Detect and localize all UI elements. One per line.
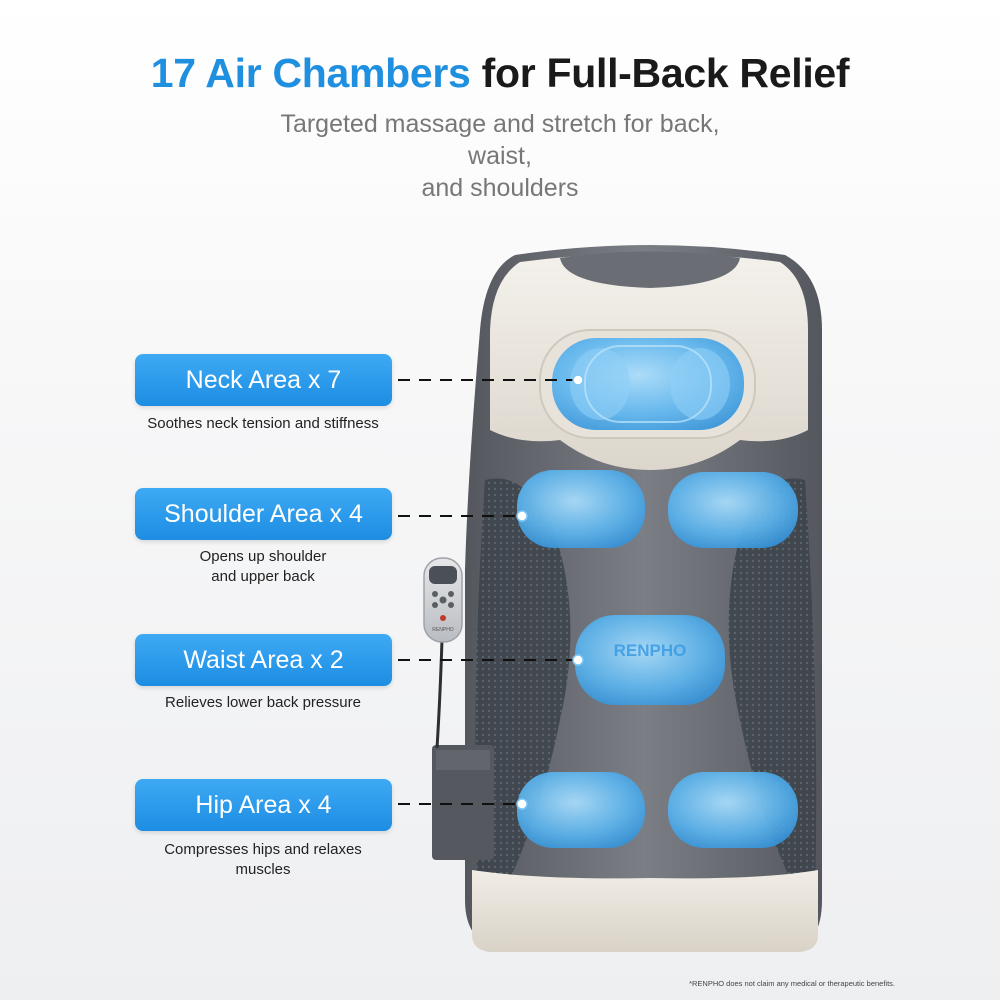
neck-area-description: Soothes neck tension and stiffness xyxy=(123,414,403,434)
cushion-seat xyxy=(472,870,818,952)
leader-dots xyxy=(516,374,584,810)
waist-area-label: Waist Area x 2 xyxy=(135,634,392,686)
subtitle-line-2: and shoulders xyxy=(421,174,579,202)
cushion-body xyxy=(465,245,822,950)
description-line-1: Compresses hips and relaxes xyxy=(164,841,362,858)
svg-text:RENPHO: RENPHO xyxy=(432,627,454,633)
cushion-top-band xyxy=(560,251,740,288)
shoulder-chamber-left xyxy=(517,470,645,548)
cushion-top-section xyxy=(490,253,808,470)
headline-rest: for Full-Back Relief xyxy=(481,50,850,96)
neck-air-chamber xyxy=(552,338,744,430)
side-pocket xyxy=(432,745,494,860)
neck-pillow xyxy=(539,329,756,439)
remote-cord xyxy=(435,639,444,749)
hip-area-label: Hip Area x 4 xyxy=(135,779,392,831)
description-line-1: Relieves lower back pressure xyxy=(165,694,361,711)
headline-accent: 17 Air Chambers xyxy=(150,50,471,96)
hip-area-description: Compresses hips and relaxes muscles xyxy=(123,840,403,880)
leader-lines xyxy=(398,379,576,805)
hip-chamber-right xyxy=(668,772,798,848)
waist-chamber xyxy=(575,615,725,705)
right-mesh-panel xyxy=(728,478,817,900)
shoulder-area-description: Opens up shoulder and upper back xyxy=(123,547,403,587)
description-line-2: and upper back xyxy=(211,568,315,585)
shoulder-area-label: Shoulder Area x 4 xyxy=(135,488,392,540)
description-line-1: Soothes neck tension and stiffness xyxy=(147,415,379,432)
hip-chamber-left xyxy=(517,772,645,848)
disclaimer: *RENPHO does not claim any medical or th… xyxy=(689,979,895,988)
subtitle-line-1: Targeted massage and stretch for back, w… xyxy=(280,110,720,170)
subtitle: Targeted massage and stretch for back, w… xyxy=(250,108,750,204)
shoulder-chamber-right xyxy=(668,472,798,548)
description-line-1: Opens up shoulder xyxy=(199,548,327,565)
remote-control: RENPHO xyxy=(423,557,463,643)
brand-mark: RENPHO xyxy=(614,641,687,660)
description-line-2: muscles xyxy=(235,861,291,878)
headline: 17 Air Chambers for Full-Back Relief xyxy=(0,50,1000,97)
neck-area-label: Neck Area x 7 xyxy=(135,354,392,406)
left-mesh-panel xyxy=(475,478,571,900)
waist-area-description: Relieves lower back pressure xyxy=(123,693,403,713)
